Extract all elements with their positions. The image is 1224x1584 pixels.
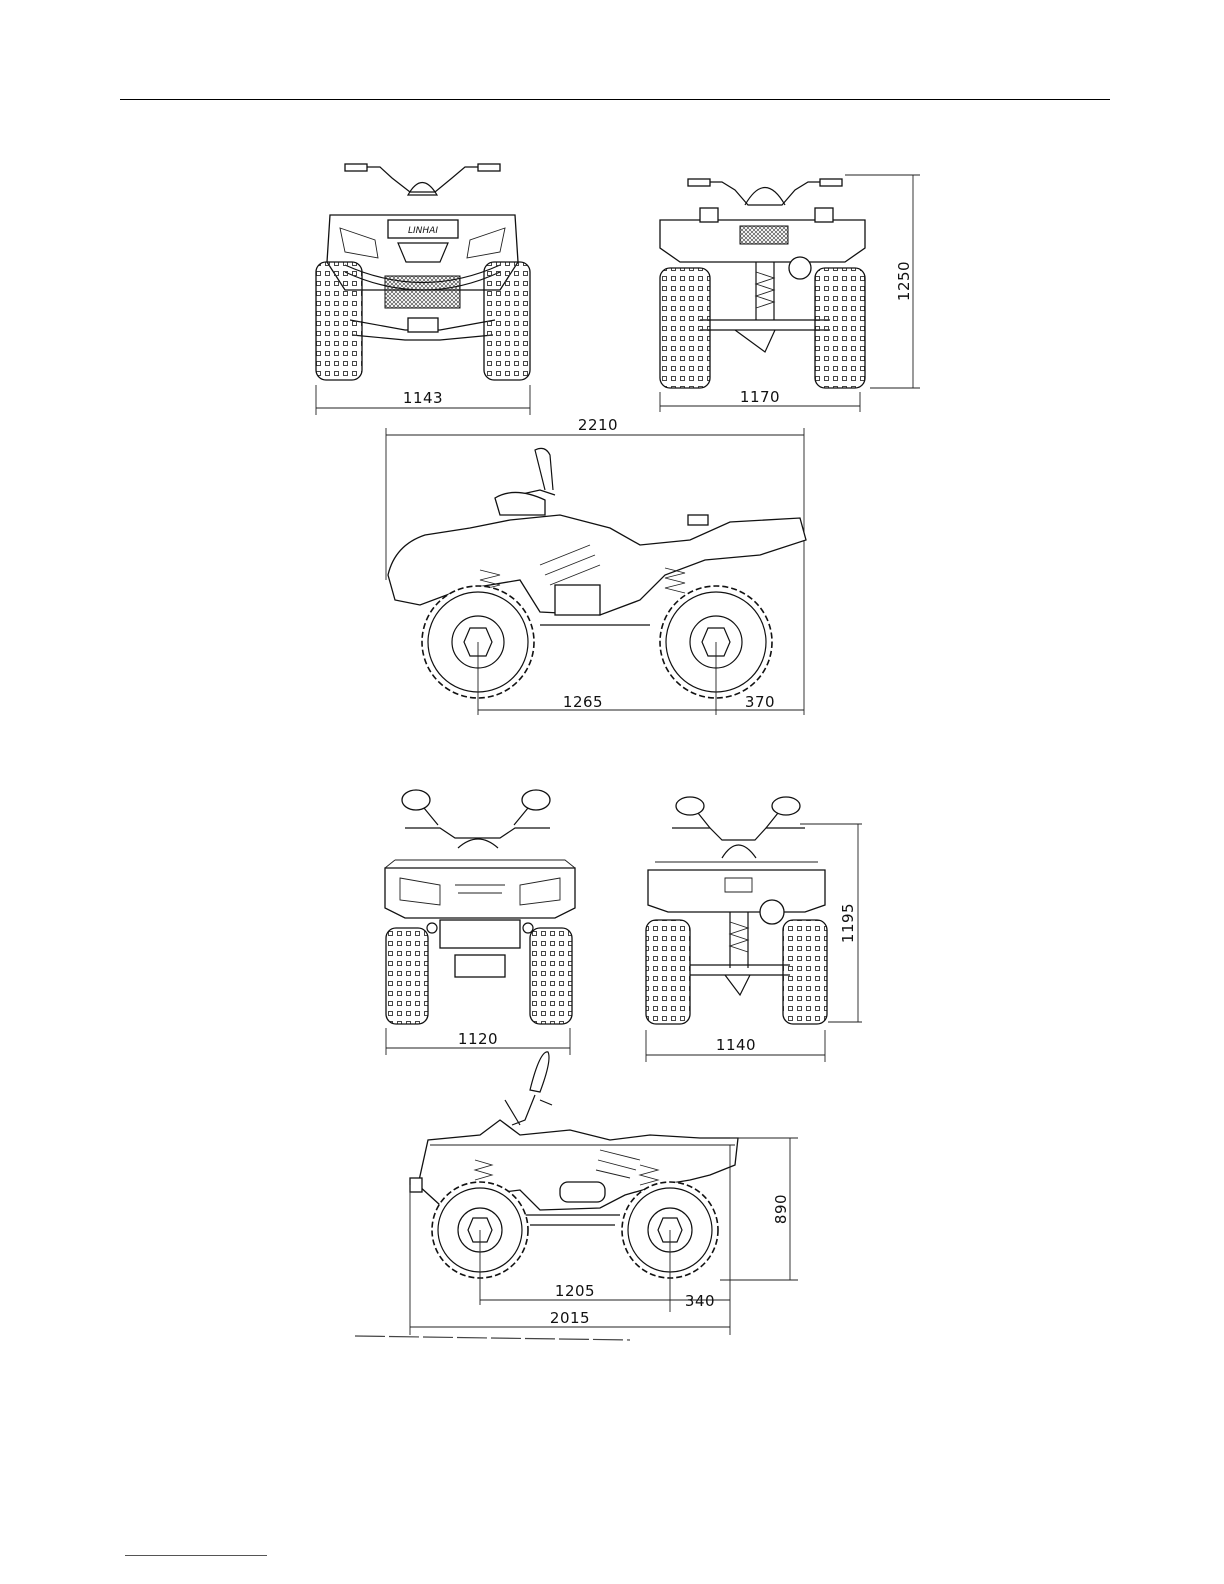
rear-view-2: 1140 1195 (646, 797, 862, 1062)
front-width-dim-2: 1120 (458, 1030, 498, 1048)
overall-length-dim-1: 2210 (578, 416, 618, 434)
rear-overhang-dim-1: 370 (745, 693, 775, 711)
rear-view-1: 1170 1250 (660, 175, 920, 412)
wheelbase-dim-1: 1265 (563, 693, 603, 711)
footnote-rule (125, 1555, 267, 1556)
rear-width-dim-1: 1170 (740, 388, 780, 406)
front-view-2: 1120 (385, 790, 575, 1055)
side-view-1: 2210 1265 370 (386, 416, 806, 715)
rear-overhang-dim-2: 340 (685, 1292, 715, 1310)
seat-height-dim-2: 890 (772, 1194, 790, 1224)
brand-plate: LINHAI (408, 226, 438, 236)
rear-height-dim-1: 1250 (895, 261, 913, 301)
side-view-2: 890 1205 340 2015 (410, 1052, 798, 1335)
rear-height-dim-2: 1195 (839, 903, 857, 943)
overall-length-dim-2: 2015 (550, 1309, 590, 1327)
rear-width-dim-2: 1140 (716, 1036, 756, 1054)
front-view-1: LINHAI 1143 (316, 164, 530, 415)
scan-artifact-line (355, 1336, 630, 1340)
wheelbase-dim-2: 1205 (555, 1282, 595, 1300)
front-width-dim-1: 1143 (403, 389, 443, 407)
